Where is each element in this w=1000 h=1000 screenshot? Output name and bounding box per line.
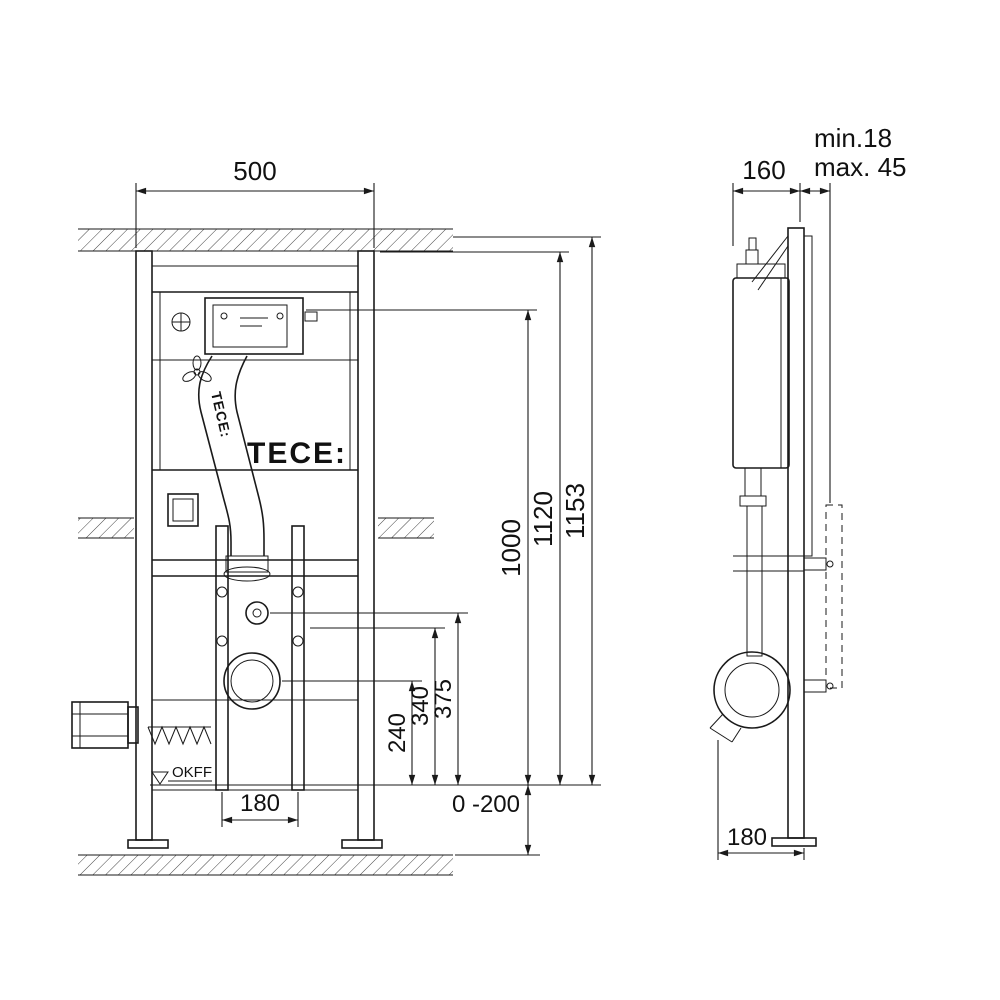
frame-rails: [135, 250, 375, 841]
pipe-brand-label: TECE:: [208, 390, 234, 439]
dim-heights-right: 1000 1120 1153: [150, 236, 601, 786]
side-flush-pipe: [739, 467, 767, 657]
dim-0-200-label: 0 -200: [452, 791, 520, 818]
dim-1000-label: 1000: [496, 519, 526, 577]
side-crossbars: [733, 555, 804, 572]
cistern-front: [152, 291, 358, 471]
dim-min18-label: min.18: [814, 123, 892, 153]
cross-members: [152, 559, 358, 701]
ceiling-hatch: [78, 228, 453, 252]
floor-hatch: [78, 854, 453, 876]
dim-outlet-offset-180: 180: [717, 740, 805, 860]
wall-bracket-hatch-left: [78, 517, 134, 539]
drain-outlet-port: [223, 652, 281, 710]
dim-width-500: 500: [135, 156, 375, 248]
fill-valve-symbol: [171, 312, 191, 332]
dim-rod-spacing-180: 180: [221, 790, 299, 827]
dim-500-label: 500: [233, 156, 276, 186]
dim-375-label: 375: [430, 679, 457, 719]
water-supply-port: [245, 601, 269, 625]
dim-port-heights: 375 340 240: [270, 612, 468, 785]
side-foot-plate: [771, 837, 817, 847]
side-view: [709, 227, 843, 847]
dim-240-label: 240: [384, 713, 411, 753]
dim-180-front-label: 180: [240, 790, 280, 817]
wall-plate-dashed: [803, 504, 843, 693]
mounting-bracket: [167, 493, 199, 527]
dim-1120-label: 1120: [528, 491, 558, 547]
okff-label: OKFF: [172, 764, 212, 781]
frame-feet: [127, 839, 383, 849]
dim-wall-gap: min.18 max. 45: [800, 123, 907, 503]
drain-elbow: [709, 651, 791, 743]
wall-connection-box: [71, 701, 139, 749]
wall-bracket-hatch-right: [378, 517, 434, 539]
dim-180-side-label: 180: [727, 824, 767, 851]
dim-floor-adjust: 0 -200: [452, 785, 540, 856]
front-view: TECE: TECE:: [71, 228, 453, 876]
dim-1153-label: 1153: [560, 483, 590, 539]
dim-depth-160: 160: [732, 155, 801, 246]
dim-160-label: 160: [742, 155, 785, 185]
dim-340-label: 340: [407, 686, 434, 726]
threaded-rods: [215, 525, 305, 791]
flush-unit-box: [204, 297, 318, 355]
okff-level-marker: OKFF: [151, 764, 212, 785]
dim-max45-label: max. 45: [814, 152, 907, 182]
brand-logo: TECE:: [247, 437, 347, 470]
trefoil-symbol: [182, 355, 212, 382]
cistern-side: [732, 237, 790, 469]
sawtooth-rack: [147, 725, 212, 746]
side-rail: [751, 227, 813, 839]
